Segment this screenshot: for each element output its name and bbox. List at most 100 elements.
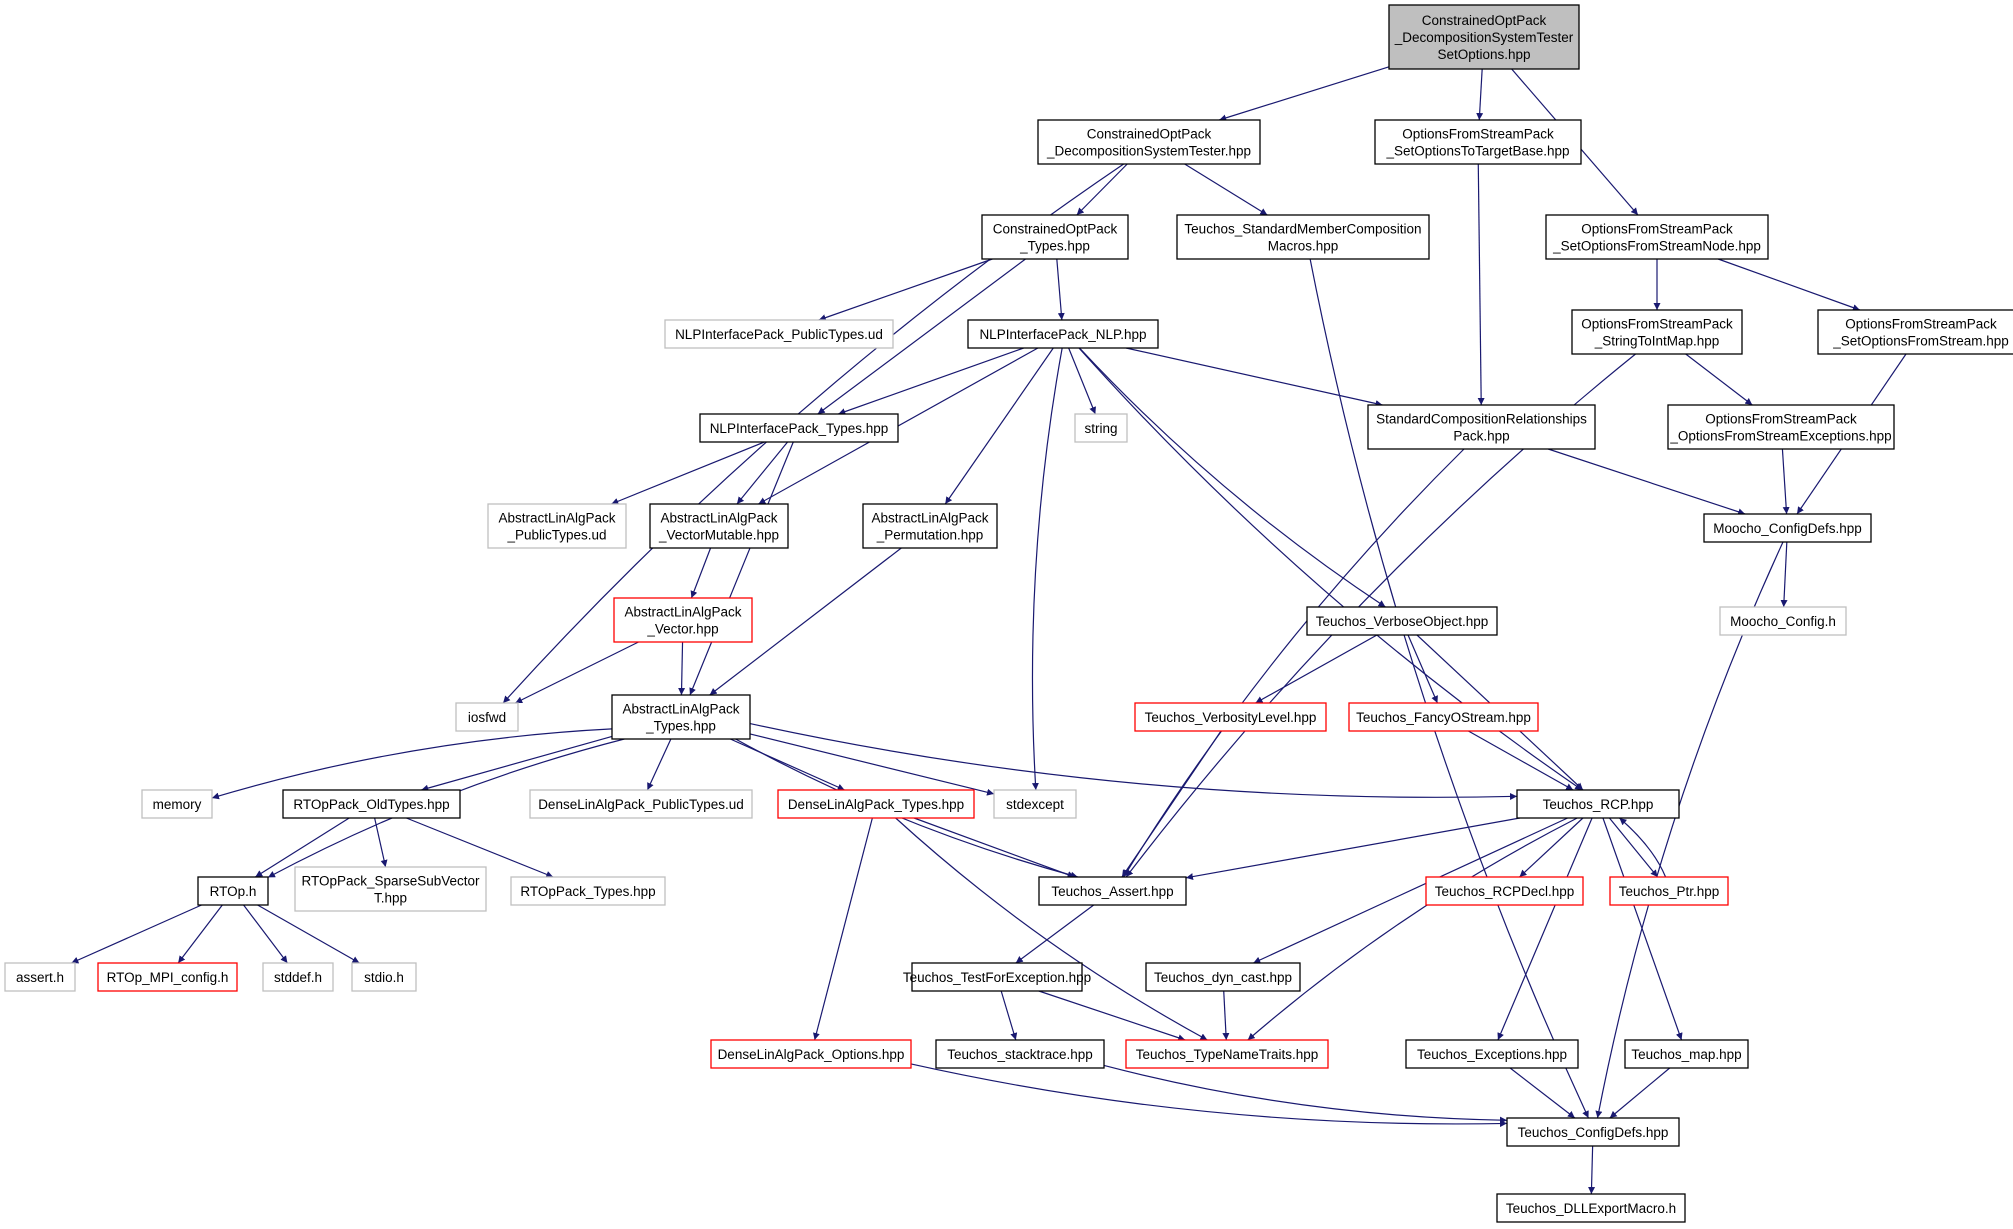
file-node-label: Teuchos_Assert.hpp xyxy=(1051,884,1173,899)
file-node-ofs-sofsn[interactable]: OptionsFromStreamPack_SetOptionsFromStre… xyxy=(1545,214,1769,260)
file-node-label: Macros.hpp xyxy=(1268,239,1339,254)
file-node-box xyxy=(981,214,1129,260)
file-node-box xyxy=(1425,876,1584,906)
file-node-label: _SetOptionsToTargetBase.hpp xyxy=(1385,144,1569,159)
dependency-edge-nlp_nlp-to-rcp xyxy=(1078,347,1583,791)
file-node-label: _SetOptionsFromStream.hpp xyxy=(1832,334,2009,349)
file-node-box xyxy=(993,789,1077,819)
file-nodes: ConstrainedOptPack_DecompositionSystemTe… xyxy=(4,4,2013,1223)
file-node-label: _Vector.hpp xyxy=(646,622,718,637)
dependency-edge-rcp-to-ptr xyxy=(1608,817,1659,878)
file-node-label: RTOp.h xyxy=(210,884,257,899)
file-node-verb-lvl[interactable]: Teuchos_VerbosityLevel.hpp xyxy=(1134,702,1327,732)
file-node-dla-opts[interactable]: DenseLinAlgPack_Options.hpp xyxy=(710,1039,912,1069)
file-node-label: AbstractLinAlgPack xyxy=(660,511,777,526)
file-node-tfe[interactable]: Teuchos_TestForException.hpp xyxy=(903,962,1091,992)
file-node-box xyxy=(1306,606,1498,636)
file-node-rcp[interactable]: Teuchos_RCP.hpp xyxy=(1516,789,1680,819)
file-node-stacktrace[interactable]: Teuchos_stacktrace.hpp xyxy=(935,1039,1105,1069)
file-node-box xyxy=(1609,876,1729,906)
dependency-edge-rcp-to-exceptions xyxy=(1497,817,1593,1041)
file-node-label: _DecompositionSystemTester.hpp xyxy=(1046,144,1251,159)
file-node-ptr[interactable]: Teuchos_Ptr.hpp xyxy=(1609,876,1729,906)
file-node-memory: memory xyxy=(141,789,213,819)
file-node-fancy[interactable]: Teuchos_FancyOStream.hpp xyxy=(1348,702,1539,732)
file-node-ofs-exc[interactable]: OptionsFromStreamPack_OptionsFromStreamE… xyxy=(1667,404,1895,450)
dependency-edge-exceptions-to-t_cd xyxy=(1509,1067,1576,1119)
file-node-box xyxy=(862,503,998,549)
file-node-map[interactable]: Teuchos_map.hpp xyxy=(1624,1039,1749,1069)
file-node-iosfwd: iosfwd xyxy=(455,702,519,732)
file-node-box xyxy=(1571,309,1743,355)
dependency-edge-nlp_nlp-to-stdexcept xyxy=(1031,347,1063,791)
file-node-label: Teuchos_VerbosityLevel.hpp xyxy=(1145,710,1317,725)
dependency-edge-rtop_h-to-assert_h xyxy=(71,904,202,964)
file-node-box xyxy=(710,1039,912,1069)
file-node-label: Teuchos_dyn_cast.hpp xyxy=(1154,970,1292,985)
file-node-cop-types[interactable]: ConstrainedOptPack_Types.hpp xyxy=(981,214,1129,260)
file-node-root[interactable]: ConstrainedOptPack_DecompositionSystemTe… xyxy=(1388,4,1580,70)
file-node-exceptions[interactable]: Teuchos_Exceptions.hpp xyxy=(1405,1039,1579,1069)
file-node-ala-pub: AbstractLinAlgPack_PublicTypes.ud xyxy=(487,503,627,549)
file-node-box xyxy=(1348,702,1539,732)
file-node-label: SetOptions.hpp xyxy=(1437,47,1530,62)
file-node-ofs-sotb[interactable]: OptionsFromStreamPack _SetOptionsToTarget… xyxy=(1374,119,1582,165)
file-node-label: OptionsFromStreamPack xyxy=(1402,127,1554,142)
file-node-verbose[interactable]: Teuchos_VerboseObject.hpp xyxy=(1306,606,1498,636)
file-node-label: _Types.hpp xyxy=(645,719,716,734)
file-node-rtop-h[interactable]: RTOp.h xyxy=(197,876,269,906)
dependency-edge-nlp_nlp-to-ala_perm xyxy=(944,347,1054,505)
file-node-label: AbstractLinAlgPack xyxy=(624,605,741,620)
file-node-box xyxy=(1374,119,1582,165)
dependency-edge-nlp_nlp-to-verbose xyxy=(1079,347,1386,608)
dependency-edge-ala_types-to-dla_pub xyxy=(646,738,672,791)
file-node-rtop-old[interactable]: RTOpPack_OldTypes.hpp xyxy=(282,789,461,819)
dependency-edge-rcp-to-dyn_cast xyxy=(1253,817,1568,964)
file-node-dyn-cast[interactable]: Teuchos_dyn_cast.hpp xyxy=(1145,962,1301,992)
file-node-nlp-types[interactable]: NLPInterfacePack_Types.hpp xyxy=(699,413,899,443)
file-node-label: Teuchos_Ptr.hpp xyxy=(1619,884,1720,899)
file-node-ofs-stim[interactable]: OptionsFromStreamPack_StringToIntMap.hpp xyxy=(1571,309,1743,355)
file-node-assert-hpp[interactable]: Teuchos_Assert.hpp xyxy=(1038,876,1187,906)
file-node-ala-vm[interactable]: AbstractLinAlgPack_VectorMutable.hpp xyxy=(649,503,789,549)
file-node-rcpdecl[interactable]: Teuchos_RCPDecl.hpp xyxy=(1425,876,1584,906)
file-node-dst[interactable]: ConstrainedOptPack_DecompositionSystemTe… xyxy=(1037,119,1261,165)
dependency-edge-fancy-to-rcp xyxy=(1468,730,1574,791)
file-node-tnt[interactable]: Teuchos_TypeNameTraits.hpp xyxy=(1125,1039,1329,1069)
file-node-ala-vec[interactable]: AbstractLinAlgPack _Vector.hpp xyxy=(613,597,753,643)
file-node-label: stddef.h xyxy=(274,970,322,985)
file-node-label: Teuchos_VerboseObject.hpp xyxy=(1316,614,1489,629)
file-node-t-cd[interactable]: Teuchos_ConfigDefs.hpp xyxy=(1506,1117,1680,1147)
dependency-edge-rtop_h-to-mpi_config xyxy=(177,904,223,964)
file-node-nlp-nlp[interactable]: NLPInterfacePack_NLP.hpp xyxy=(967,319,1159,349)
dependency-edge-nlp_nlp-to-scrp xyxy=(1125,347,1383,407)
file-node-label: OptionsFromStreamPack xyxy=(1581,317,1733,332)
file-node-dla-pub: DenseLinAlgPack_PublicTypes.ud xyxy=(529,789,753,819)
file-node-mpi-config[interactable]: RTOp_MPI_config.h xyxy=(97,962,238,992)
file-node-box xyxy=(1667,404,1895,450)
file-node-label: Teuchos_RCP.hpp xyxy=(1543,797,1654,812)
file-node-ofs-sofs[interactable]: OptionsFromStreamPack_SetOptionsFromStre… xyxy=(1817,309,2013,355)
dependency-edge-stacktrace-to-t_cd xyxy=(1103,1064,1508,1124)
file-node-box xyxy=(1176,214,1430,260)
file-node-dla-types[interactable]: DenseLinAlgPack_Types.hpp xyxy=(777,789,975,819)
dependency-edge-dla_opts-to-t_cd xyxy=(910,1063,1508,1128)
file-node-rtop-types: RTOpPack_Types.hpp xyxy=(510,876,666,906)
file-node-label: AbstractLinAlgPack xyxy=(871,511,988,526)
file-node-label: NLPInterfacePack_PublicTypes.ud xyxy=(675,327,883,342)
dependency-edge-moocho_cd-to-moocho_c xyxy=(1780,541,1788,608)
file-node-stdexcept: stdexcept xyxy=(993,789,1077,819)
file-node-box xyxy=(1145,962,1301,992)
file-node-moocho-cd[interactable]: Moocho_ConfigDefs.hpp xyxy=(1703,513,1872,543)
file-node-label: _OptionsFromStreamExceptions.hpp xyxy=(1669,429,1891,444)
file-node-ala-types[interactable]: AbstractLinAlgPack_Types.hpp xyxy=(611,694,751,740)
file-node-ala-perm[interactable]: AbstractLinAlgPack_Permutation.hpp xyxy=(862,503,998,549)
file-node-box xyxy=(1545,214,1769,260)
file-node-dll[interactable]: Teuchos_DLLExportMacro.h xyxy=(1496,1193,1686,1223)
file-node-label: NLPInterfacePack_Types.hpp xyxy=(710,421,889,436)
file-node-label: _DecompositionSystemTester xyxy=(1394,30,1574,45)
file-node-string: string xyxy=(1074,413,1128,443)
file-node-smcm[interactable]: Teuchos_StandardMemberCompositionMacros.… xyxy=(1176,214,1430,260)
